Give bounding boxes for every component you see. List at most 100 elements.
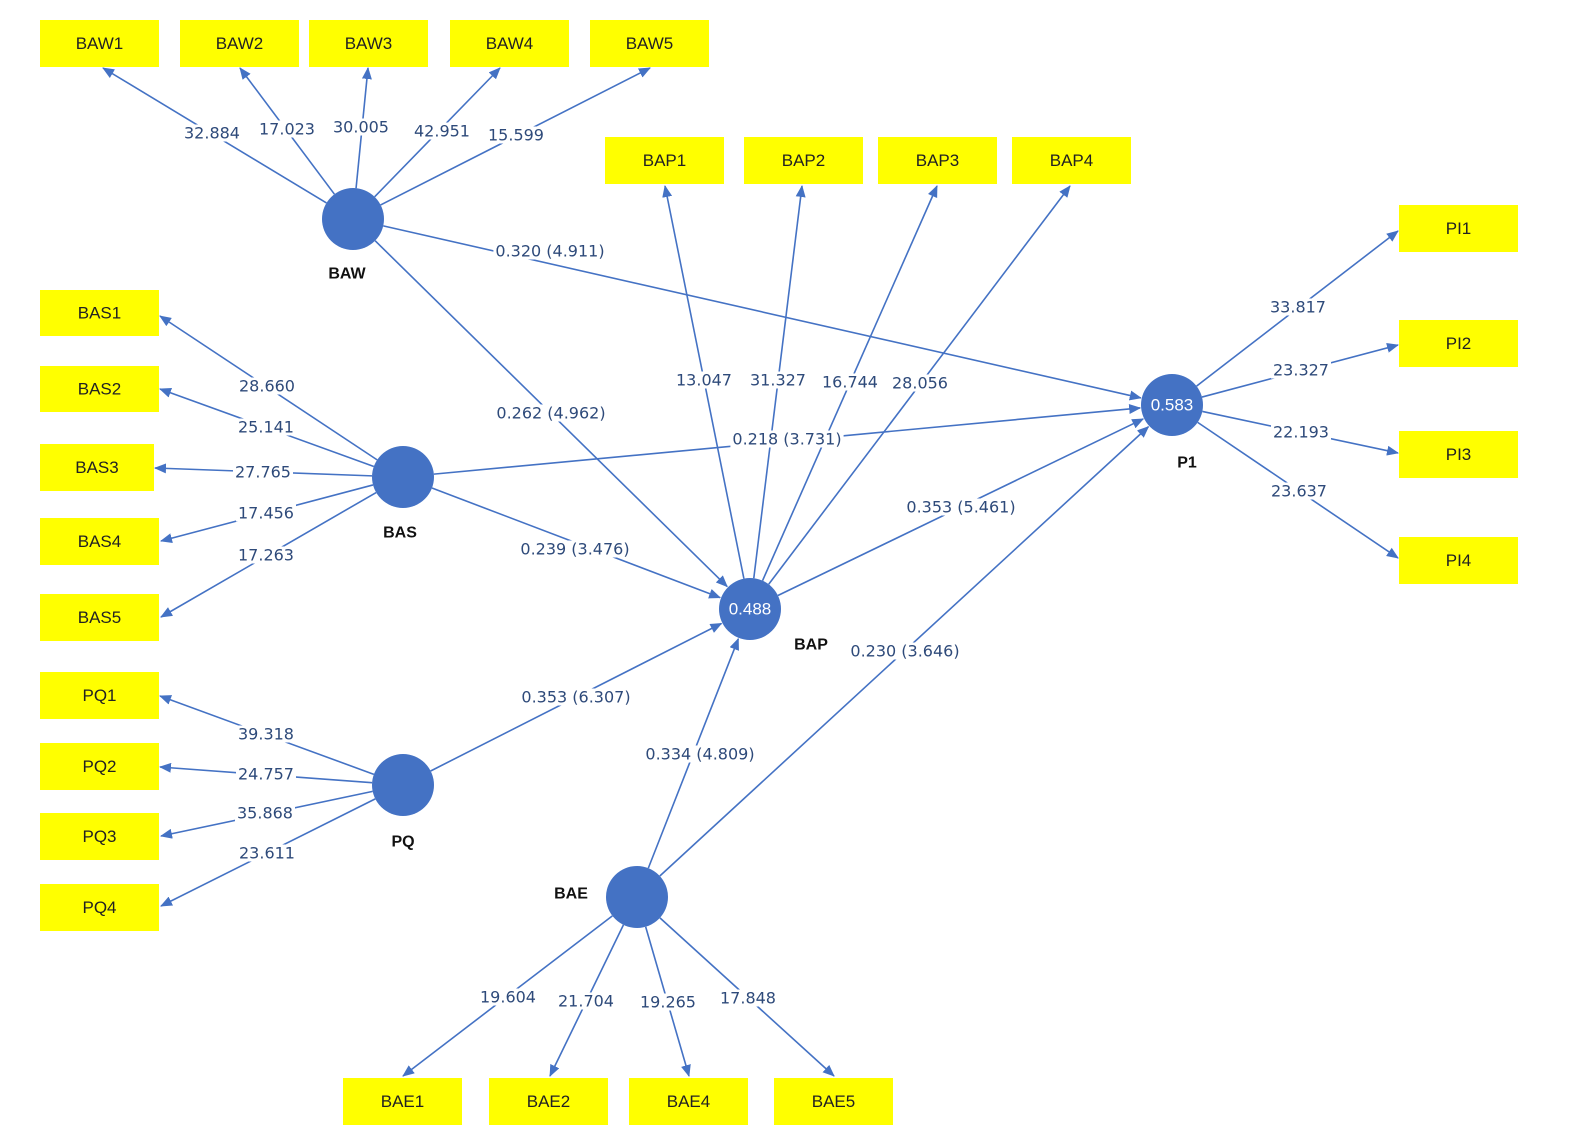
loading-label-bap1-text: 13.047 xyxy=(676,371,732,390)
construct-name-bae: BAE xyxy=(554,886,588,903)
loading-label-bas1-text: 28.660 xyxy=(239,377,295,396)
loading-label-pi3-background xyxy=(1271,423,1331,441)
loading-label-pi4: 23.637 xyxy=(1269,482,1329,501)
edges-layer xyxy=(102,67,1399,1077)
path-label-bas-to-p1-text: 0.218 (3.731) xyxy=(732,430,841,449)
construct-name-p1: P1 xyxy=(1177,455,1197,472)
indicator-label-bas2: BAS2 xyxy=(78,380,121,399)
indicator-pq4: PQ4 xyxy=(40,884,159,931)
loading-label-baw2: 17.023 xyxy=(257,120,317,139)
path-label-bae-to-bap: 0.334 (4.809) xyxy=(643,745,757,764)
path-label-bas-to-bap-text: 0.239 (3.476) xyxy=(520,540,629,559)
indicator-box-pi1 xyxy=(1399,205,1518,252)
loading-label-bas1: 28.660 xyxy=(237,377,297,396)
indicator-label-bas3: BAS3 xyxy=(75,458,118,477)
loading-label-bap4-text: 28.056 xyxy=(892,374,948,393)
path-label-bap-to-p1-background xyxy=(904,498,1018,516)
indicator-label-baw3: BAW3 xyxy=(345,34,393,53)
path-label-bas-to-bap: 0.239 (3.476) xyxy=(518,540,632,559)
loading-label-baw4: 42.951 xyxy=(412,122,472,141)
indicator-bas1: BAS1 xyxy=(40,290,159,336)
indicator-bae1: BAE1 xyxy=(343,1078,462,1125)
path-label-bas-to-p1-background xyxy=(730,430,844,448)
indicator-pi2: PI2 xyxy=(1399,320,1518,367)
indicator-bae5: BAE5 xyxy=(774,1078,893,1125)
loading-label-bap3-background xyxy=(820,373,880,391)
path-label-bap-to-p1-text: 0.353 (5.461) xyxy=(906,498,1015,517)
path-label-baw-to-bap-background xyxy=(494,404,608,422)
indicator-label-bae5: BAE5 xyxy=(812,1092,855,1111)
indicator-label-bas4: BAS4 xyxy=(78,532,121,551)
indicator-baw1: BAW1 xyxy=(40,20,159,67)
loading-label-pq2-text: 24.757 xyxy=(238,765,294,784)
loading-label-bap3: 16.744 xyxy=(820,373,880,392)
loading-label-bae1: 19.604 xyxy=(478,988,538,1007)
path-label-pq-to-bap-text: 0.353 (6.307) xyxy=(521,688,630,707)
loading-label-bas2: 25.141 xyxy=(236,418,296,437)
indicator-box-bas1 xyxy=(40,290,159,336)
indicator-bap2: BAP2 xyxy=(744,137,863,184)
path-label-bas-to-p1: 0.218 (3.731) xyxy=(730,430,844,449)
indicator-box-bae5 xyxy=(774,1078,893,1125)
construct-baw: BAW xyxy=(322,188,384,283)
indicator-pq1: PQ1 xyxy=(40,672,159,719)
indicator-label-pq2: PQ2 xyxy=(82,757,116,776)
loading-label-bap1-background xyxy=(674,371,734,389)
loading-label-bas3-background xyxy=(233,463,293,481)
loading-label-pi1-text: 33.817 xyxy=(1270,298,1326,317)
construct-name-baw: BAW xyxy=(328,266,366,283)
indicator-label-bap1: BAP1 xyxy=(643,151,686,170)
indicator-bae2: BAE2 xyxy=(489,1078,608,1125)
loading-label-bas4-background xyxy=(236,504,296,522)
construct-r2-p1: 0.583 xyxy=(1151,396,1194,415)
indicator-box-bae2 xyxy=(489,1078,608,1125)
path-label-baw-to-bap-text: 0.262 (4.962) xyxy=(496,404,605,423)
indicator-pi4: PI4 xyxy=(1399,537,1518,584)
indicator-box-bas2 xyxy=(40,366,159,412)
loading-label-bae2-text: 21.704 xyxy=(558,992,614,1011)
construct-name-bap: BAP xyxy=(794,637,828,654)
loading-label-baw3-text: 30.005 xyxy=(333,118,389,137)
indicator-box-baw2 xyxy=(180,20,299,67)
indicator-label-pi2: PI2 xyxy=(1446,334,1472,353)
loading-label-bas3: 27.765 xyxy=(233,463,293,482)
loading-label-pi1: 33.817 xyxy=(1268,298,1328,317)
loading-label-pi3-text: 22.193 xyxy=(1273,423,1329,442)
indicator-label-pq3: PQ3 xyxy=(82,827,116,846)
path-label-bae-to-bap-text: 0.334 (4.809) xyxy=(645,745,754,764)
indicator-box-baw5 xyxy=(590,20,709,67)
loading-label-baw1: 32.884 xyxy=(182,124,242,143)
construct-circle-baw xyxy=(322,188,384,250)
indicator-box-baw4 xyxy=(450,20,569,67)
loading-label-baw3: 30.005 xyxy=(331,118,391,137)
construct-pq: PQ xyxy=(372,754,434,851)
loading-label-pq1-background xyxy=(236,725,296,743)
loading-label-bae4-text: 19.265 xyxy=(640,993,696,1012)
indicator-box-pq4 xyxy=(40,884,159,931)
loading-label-bap1: 13.047 xyxy=(674,371,734,390)
indicator-label-bas1: BAS1 xyxy=(78,304,121,323)
indicator-label-baw1: BAW1 xyxy=(76,34,124,53)
loading-label-baw4-background xyxy=(412,122,472,140)
loading-label-bap3-text: 16.744 xyxy=(822,373,878,392)
indicator-label-pq1: PQ1 xyxy=(82,686,116,705)
loading-label-bap4-background xyxy=(890,374,950,392)
construct-circle-pq xyxy=(372,754,434,816)
indicator-box-pq3 xyxy=(40,813,159,860)
indicator-box-pi4 xyxy=(1399,537,1518,584)
loading-label-pq4: 23.611 xyxy=(237,844,297,863)
indicator-box-bas5 xyxy=(40,594,159,641)
loading-label-pq2: 24.757 xyxy=(236,765,296,784)
loading-label-pq3-text: 35.868 xyxy=(237,804,293,823)
loading-label-pi1-background xyxy=(1268,298,1328,316)
indicator-baw5: BAW5 xyxy=(590,20,709,67)
loading-label-baw5: 15.599 xyxy=(486,126,546,145)
loading-label-bae5-background xyxy=(718,989,778,1007)
indicator-box-pq2 xyxy=(40,743,159,790)
loading-label-baw1-text: 32.884 xyxy=(184,124,240,143)
construct-bas: BAS xyxy=(372,446,434,542)
